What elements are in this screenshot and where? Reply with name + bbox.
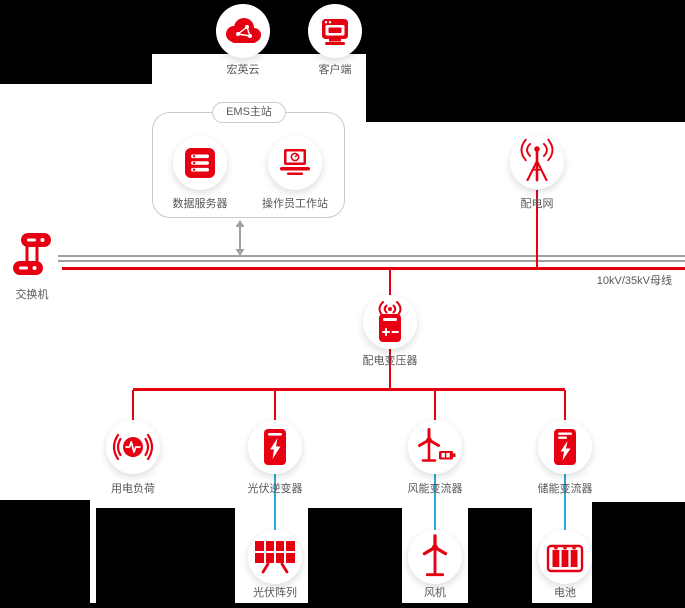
electric-load-node: [106, 420, 160, 474]
wind-converter-to-turbine-link: [434, 474, 436, 530]
pv-inverter-to-array-link: [274, 474, 276, 530]
data-server-node: [173, 136, 227, 190]
client-node: [308, 4, 362, 58]
bus-voltage-label: 10kV/35kV母线: [596, 275, 672, 287]
pv-array-label: 光伏阵列: [253, 587, 297, 599]
transformer-to-bus-connector: [389, 349, 391, 388]
storage-converter-node: [538, 420, 592, 474]
battery-label: 电池: [554, 587, 576, 599]
pv-inverter-node: [248, 420, 302, 474]
lv-bus-line: [133, 388, 565, 391]
electric-load-label: 用电负荷: [111, 483, 155, 495]
storage-converter-label: 储能变流器: [537, 483, 593, 495]
transparent-region: [592, 502, 685, 608]
wind-turbine-icon: [422, 534, 448, 577]
switch-label: 交换机: [15, 289, 49, 301]
transformer-icon: [378, 301, 402, 342]
bus-to-load-connector: [132, 390, 134, 420]
bus-to-transformer-connector: [389, 270, 391, 295]
transparent-region: [0, 603, 685, 608]
grid-to-bus-connector: [536, 190, 538, 268]
client-icon: [322, 19, 348, 45]
battery-node: [538, 530, 592, 584]
wind-converter-label: 风能变流器: [407, 483, 463, 495]
cloud-label: 宏英云: [226, 64, 260, 76]
battery-icon: [546, 544, 584, 573]
distribution-transformer-node: [363, 295, 417, 349]
switch-icon: [13, 233, 51, 275]
bus-to-pv-inverter-connector: [274, 390, 276, 420]
pv-array-node: [248, 530, 302, 584]
pv-inverter-label: 光伏逆变器: [247, 483, 303, 495]
wind-turbine-label: 风机: [424, 587, 446, 599]
server-icon: [185, 148, 215, 178]
transparent-region: [366, 0, 685, 122]
data-server-label: 数据服务器: [172, 198, 228, 210]
wind-turbine-node: [408, 530, 462, 584]
transparent-region: [0, 0, 152, 84]
ems-station-title: EMS主站: [212, 102, 286, 123]
wind-converter-node: [408, 420, 462, 474]
storage-converter-icon: [554, 429, 576, 465]
wind-converter-icon: [418, 428, 456, 462]
grid-bus-line-1: [58, 255, 685, 257]
transparent-region: [96, 508, 235, 608]
transparent-region: [468, 508, 532, 608]
distribution-grid-node: [510, 135, 564, 189]
operator-workstation-label: 操作员工作站: [262, 198, 328, 210]
distribution-transformer-label: 配电变压器: [362, 355, 418, 367]
cloud-node: [216, 4, 270, 58]
workstation-icon: [280, 149, 310, 175]
cloud-icon: [226, 18, 261, 43]
pv-array-icon: [255, 541, 295, 574]
operator-workstation-node: [268, 136, 322, 190]
ems-bus-arrow-icon: [235, 220, 245, 256]
client-label: 客户端: [318, 64, 352, 76]
bus-to-storage-converter-connector: [564, 390, 566, 420]
mv-bus-line: [62, 267, 685, 270]
transparent-region: [308, 508, 402, 608]
transparent-region: [0, 500, 90, 608]
load-icon: [112, 433, 154, 461]
bus-to-wind-converter-connector: [434, 390, 436, 420]
storage-converter-to-battery-link: [564, 474, 566, 530]
pv-inverter-icon: [264, 429, 286, 465]
grid-antenna-icon: [520, 138, 554, 182]
grid-bus-line-2: [58, 260, 685, 262]
distribution-grid-label: 配电网: [520, 198, 554, 210]
